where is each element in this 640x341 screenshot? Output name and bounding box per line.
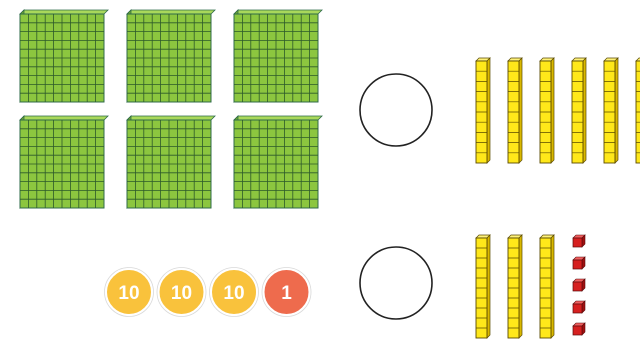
hundred-flat xyxy=(20,10,108,102)
ten-rod xyxy=(540,235,554,338)
ten-rod xyxy=(508,235,522,338)
ones-cubes-group xyxy=(573,235,585,335)
tens-counter: 10 xyxy=(210,268,259,317)
ten-rod xyxy=(476,58,490,163)
one-cube xyxy=(573,235,585,247)
ten-rod xyxy=(636,58,640,163)
hundreds-flats-group xyxy=(20,10,322,208)
ten-rod xyxy=(604,58,618,163)
place-value-counters-group: 10 10 10 1 xyxy=(105,268,312,317)
ten-rod xyxy=(540,58,554,163)
tens-counter: 10 xyxy=(157,268,206,317)
tens-rods-bottom-group xyxy=(476,235,554,338)
counter-label: 10 xyxy=(223,283,244,304)
hundred-flat xyxy=(127,116,215,208)
hundred-flat xyxy=(234,116,322,208)
hundred-flat xyxy=(234,10,322,102)
counter-label: 1 xyxy=(281,283,292,304)
answer-circle-bottom[interactable] xyxy=(360,247,432,319)
one-cube xyxy=(573,323,585,335)
one-cube xyxy=(573,279,585,291)
ones-counter: 1 xyxy=(262,268,311,317)
ten-rod xyxy=(572,58,586,163)
one-cube xyxy=(573,257,585,269)
tens-rods-top-group xyxy=(476,58,640,163)
hundred-flat xyxy=(127,10,215,102)
ten-rod xyxy=(476,235,490,338)
counter-label: 10 xyxy=(118,283,139,304)
ten-rod xyxy=(508,58,522,163)
hundred-flat xyxy=(20,116,108,208)
tens-counter: 10 xyxy=(105,268,154,317)
one-cube xyxy=(573,301,585,313)
answer-circle-top[interactable] xyxy=(360,74,432,146)
counter-label: 10 xyxy=(171,283,192,304)
